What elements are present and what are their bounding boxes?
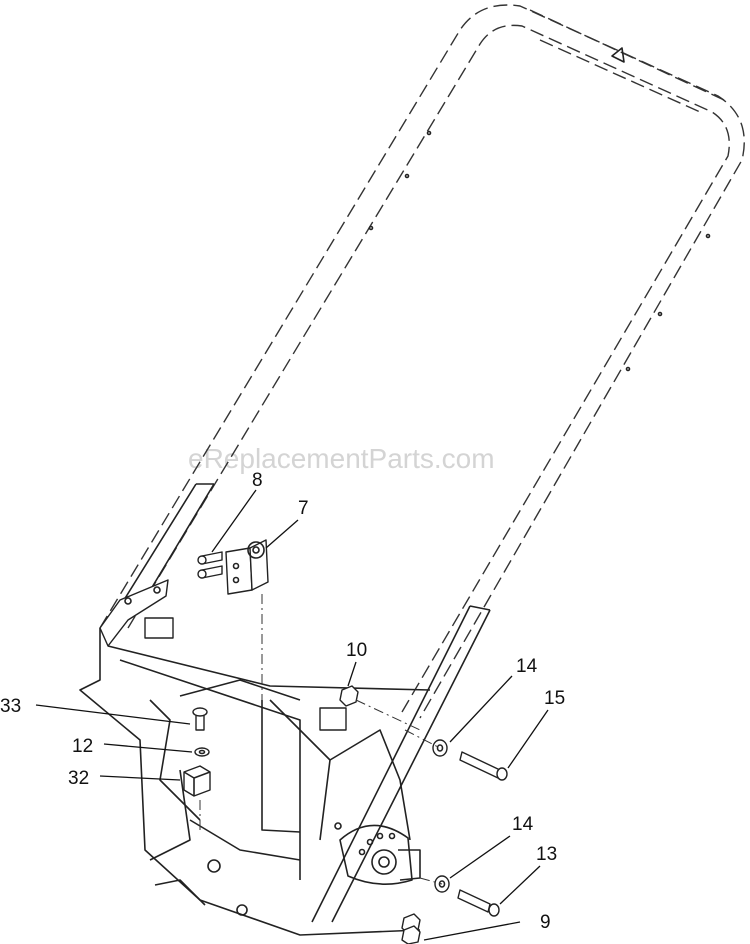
part-12-washer [194,747,210,757]
part-8-screws [197,551,223,579]
callout-14-upper: 14 [516,656,538,677]
callout-32: 32 [68,768,89,789]
part-7-bracket [225,539,269,595]
centerline-bolt-upper [404,729,441,749]
part-32-block [183,765,211,797]
centerline-nut [355,699,421,731]
part-15-bolt [459,751,508,781]
part-13-bolt [457,889,500,917]
part-9-nuts [401,913,421,944]
part-33-bolt [192,707,208,731]
watermark: eReplacementParts.com [188,443,495,474]
callout-8: 8 [252,470,263,491]
callout-10: 10 [346,640,367,661]
callout-9: 9 [540,912,551,933]
callout-15: 15 [544,688,565,709]
part-10-nut [339,685,359,707]
lower-handle [99,483,491,923]
upper-handle-phantom [99,4,745,719]
centerline-bolt-lower [419,877,443,885]
callout-7: 7 [298,498,309,519]
part-14-washer-upper [432,739,448,757]
callout-14-lower: 14 [512,814,534,835]
callout-12: 12 [72,736,93,757]
callout-13: 13 [536,844,557,865]
callout-33: 33 [0,696,21,717]
mower-housing [79,617,431,936]
callout-leaders [35,489,549,941]
